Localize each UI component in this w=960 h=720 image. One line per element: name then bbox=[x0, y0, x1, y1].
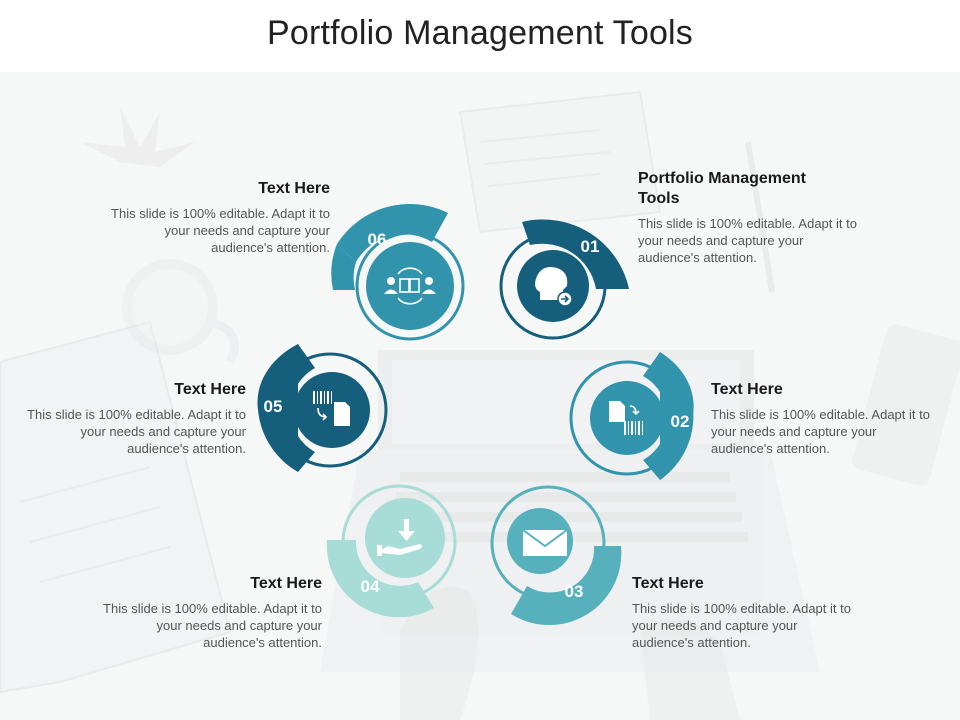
text-block-04: Text Here This slide is 100% editable. A… bbox=[92, 574, 322, 651]
step-number: 05 bbox=[264, 397, 283, 416]
barcode-document-icon bbox=[313, 391, 350, 426]
text-block-02: Text Here This slide is 100% editable. A… bbox=[711, 380, 941, 457]
heading: Text Here bbox=[174, 381, 246, 398]
heading: Text Here bbox=[250, 575, 322, 592]
step-number: 01 bbox=[581, 237, 600, 256]
text-block-05: Text Here This slide is 100% editable. A… bbox=[16, 380, 246, 457]
step-04: 04 bbox=[326, 484, 457, 618]
step-number: 03 bbox=[565, 582, 584, 601]
description: This slide is 100% editable. Adapt it to… bbox=[27, 407, 246, 456]
step-03: 03 bbox=[490, 485, 622, 626]
envelope-icon bbox=[522, 529, 568, 556]
text-block-03: Text Here This slide is 100% editable. A… bbox=[632, 574, 862, 651]
description: This slide is 100% editable. Adapt it to… bbox=[711, 407, 930, 456]
description: This slide is 100% editable. Adapt it to… bbox=[632, 601, 851, 650]
heading: Text Here bbox=[258, 180, 330, 197]
heading: Portfolio Management Tools bbox=[638, 170, 807, 207]
text-block-06: Text Here This slide is 100% editable. A… bbox=[100, 179, 330, 256]
head-arrow-icon bbox=[535, 267, 573, 307]
slide-title: Portfolio Management Tools bbox=[266, 14, 694, 52]
description: This slide is 100% editable. Adapt it to… bbox=[103, 601, 322, 650]
step-06: 06 bbox=[331, 203, 465, 341]
description: This slide is 100% editable. Adapt it to… bbox=[638, 216, 857, 265]
people-book-icon bbox=[384, 267, 436, 305]
document-barcode-icon bbox=[609, 401, 643, 435]
step-number: 06 bbox=[368, 230, 387, 249]
text-block-01: Portfolio Management Tools This slide is… bbox=[638, 169, 868, 266]
hand-download-icon bbox=[377, 519, 422, 556]
heading: Text Here bbox=[632, 575, 704, 592]
description: This slide is 100% editable. Adapt it to… bbox=[111, 206, 330, 255]
step-number: 04 bbox=[361, 577, 380, 596]
step-number: 02 bbox=[671, 412, 690, 431]
step-05: 05 bbox=[257, 344, 388, 472]
heading: Text Here bbox=[711, 381, 783, 398]
step-01: 01 bbox=[499, 219, 629, 340]
step-02: 02 bbox=[569, 352, 694, 480]
